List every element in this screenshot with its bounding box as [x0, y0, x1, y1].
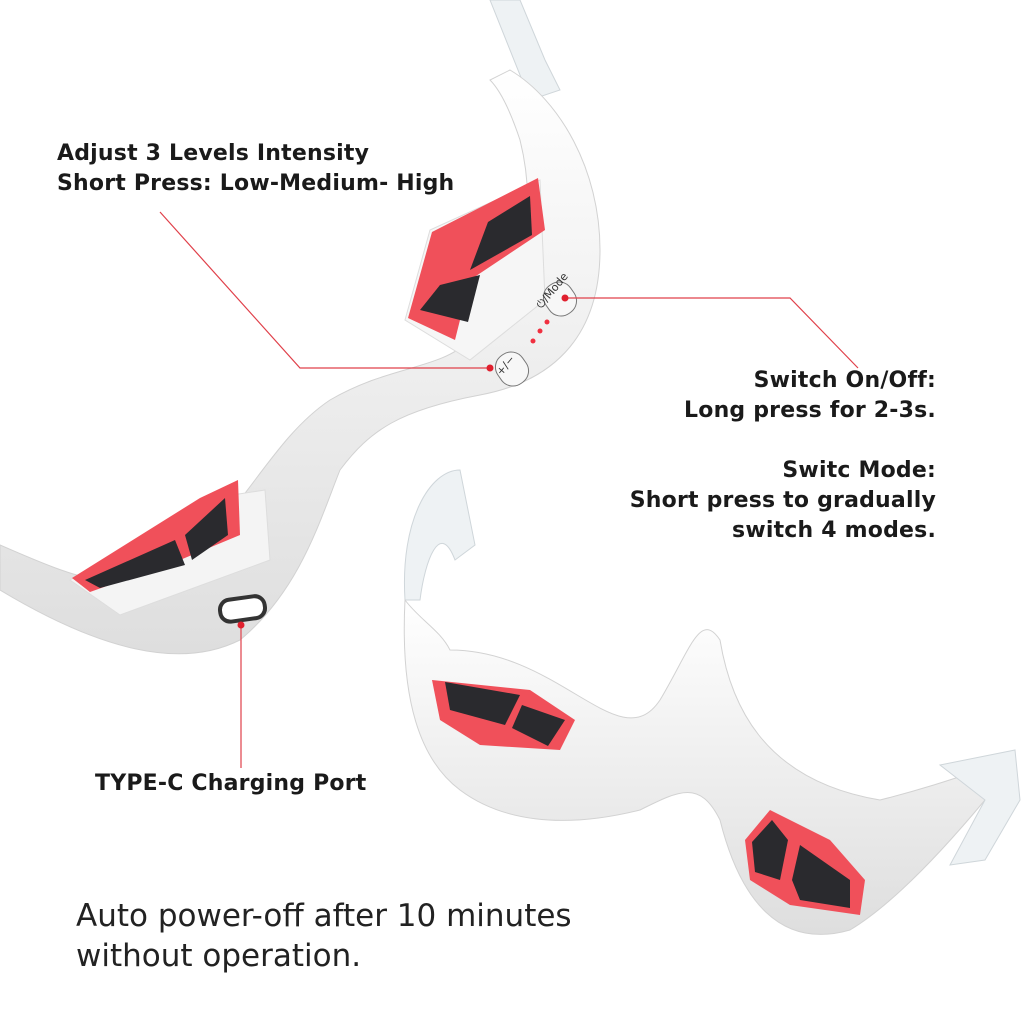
mode-callout: Switc Mode: Short press to gradually swi…	[630, 456, 936, 546]
note-line-2: without operation.	[76, 938, 362, 974]
device-bottom	[403, 469, 1021, 935]
mode-callout-title: Switc Mode:	[782, 458, 936, 483]
port-callout: TYPE-C Charging Port	[95, 771, 367, 796]
device-top: ⏻/Mode +/−	[0, 0, 601, 655]
intensity-callout-text: Short Press: Low-Medium- High	[57, 171, 455, 196]
intensity-callout-line	[159, 211, 490, 369]
mode-callout-text: Short press to gradually	[629, 488, 936, 513]
intensity-callout: Adjust 3 Levels Intensity Short Press: L…	[57, 139, 454, 199]
note-line-1: Auto power-off after 10 minutes	[76, 898, 572, 934]
power-callout-title: Switch On/Off:	[753, 368, 936, 393]
power-callout: Switch On/Off: Long press for 2-3s.	[684, 366, 936, 426]
mode-callout-text-2: switch 4 modes.	[732, 518, 936, 543]
mode-callout-line	[565, 297, 859, 369]
intensity-callout-title: Adjust 3 Levels Intensity	[57, 141, 370, 166]
auto-power-off-note: Auto power-off after 10 minutes without …	[76, 896, 572, 976]
power-callout-text: Long press for 2-3s.	[684, 398, 936, 423]
callout-lines	[159, 211, 859, 768]
